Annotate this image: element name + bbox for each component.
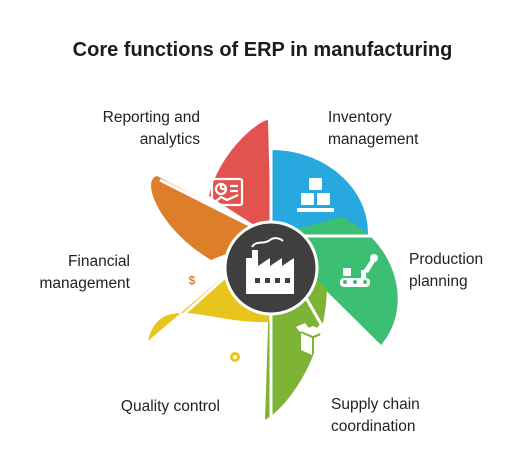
label-line: management (39, 275, 130, 292)
label-line: Inventory (328, 109, 392, 126)
label-line: Production (409, 251, 484, 268)
label-line: management (328, 131, 419, 148)
label-line: Financial (67, 253, 130, 270)
boxes-icon (297, 178, 334, 212)
checklist-gear-icon (211, 329, 242, 365)
label-line: Supply chain (331, 396, 420, 413)
analytics-report-icon (210, 177, 244, 207)
label-production-planning: Production planning (409, 249, 483, 293)
label-financial-management: Financial management (20, 251, 130, 295)
label-supply-chain-coordination: Supply chain coordination (331, 394, 420, 438)
label-inventory-management: Inventory management (328, 107, 418, 151)
conveyor-robot-arm-icon (340, 254, 378, 287)
label-quality-control: Quality control (60, 396, 220, 418)
label-line: coordination (331, 418, 416, 435)
label-reporting-analytics: Reporting and analytics (80, 107, 200, 151)
label-line: planning (409, 273, 468, 290)
clipboard-dollar-icon: $ (165, 255, 200, 288)
factory-icon (246, 237, 294, 294)
label-line: Reporting and (102, 109, 200, 126)
svg-text:$: $ (189, 274, 196, 288)
label-line: analytics (139, 131, 200, 148)
package-icon (296, 323, 330, 355)
diagram-title: Core functions of ERP in manufacturing (72, 39, 453, 61)
label-line: Quality control (120, 398, 220, 415)
